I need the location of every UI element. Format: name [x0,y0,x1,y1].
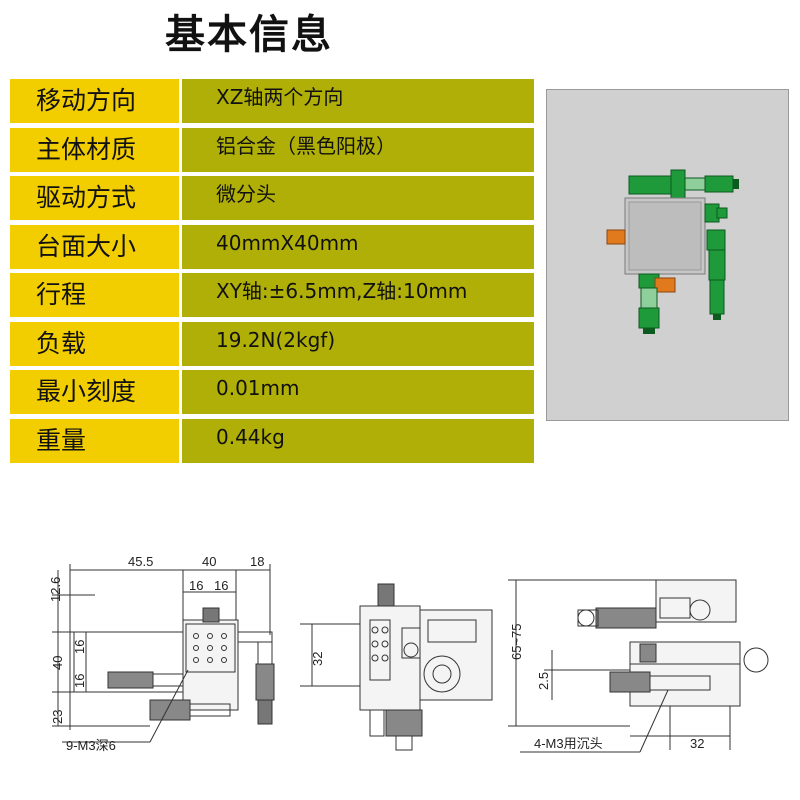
dim-label: 16 [72,674,87,688]
spec-label: 重量 [10,418,179,463]
right-view-drawing [508,579,769,753]
dim-label: 45.5 [128,554,153,569]
dim-label: 32 [310,652,325,666]
spec-value: XY轴:±6.5mm,Z轴:10mm [182,273,534,317]
dim-label: 23 [50,710,65,724]
side-view-drawing [300,583,493,751]
dim-label: 16 [72,640,87,654]
spec-label: 行程 [10,273,179,317]
spec-label: 负载 [10,321,179,366]
dim-label: 12.6 [48,577,63,602]
spec-value: 铝合金（黑色阳极） [182,127,534,172]
spec-label: 移动方向 [10,79,179,123]
dim-label: 16 [189,578,203,593]
dim-label: 2.5 [536,672,551,690]
dim-label: 32 [690,736,704,751]
spec-value: 微分头 [182,176,534,220]
spec-value: 0.01mm [182,370,534,414]
spec-label: 主体材质 [10,127,179,172]
spec-value: XZ轴两个方向 [182,79,534,123]
spec-table: 移动方向 XZ轴两个方向 主体材质 铝合金（黑色阳极） 驱动方式 微分头 台面大… [10,79,534,467]
spec-row: 驱动方式 微分头 [10,176,534,220]
technical-drawings: 45.5 40 18 16 16 12.6 16 16 40 23 9-M3深6… [48,554,769,753]
dim-label: 16 [214,578,228,593]
spec-label: 最小刻度 [10,370,179,414]
dim-label: 65~75 [509,623,524,660]
spec-row: 重量 0.44kg [10,418,534,463]
spec-row: 负载 19.2N(2kgf) [10,321,534,366]
dim-label: 40 [202,554,216,569]
spec-row: 主体材质 铝合金（黑色阳极） [10,127,534,172]
product-photo [546,89,789,421]
front-view-drawing [52,564,275,743]
spec-row: 台面大小 40mmX40mm [10,224,534,269]
thread-note: 9-M3深6 [66,738,116,753]
spec-label: 驱动方式 [10,176,179,220]
spec-row: 移动方向 XZ轴两个方向 [10,79,534,123]
spec-label: 台面大小 [10,224,179,269]
spec-row: 最小刻度 0.01mm [10,370,534,414]
page-title: 基本信息 [165,12,333,58]
spec-value: 0.44kg [182,418,534,463]
spec-value: 19.2N(2kgf) [182,321,534,366]
spec-value: 40mmX40mm [182,224,534,269]
spec-row: 行程 XY轴:±6.5mm,Z轴:10mm [10,273,534,317]
mount-note: 4-M3用沉头 [534,736,603,751]
dim-label: 18 [250,554,264,569]
xz-stage-illustration [606,169,739,334]
dim-label: 40 [50,656,65,670]
